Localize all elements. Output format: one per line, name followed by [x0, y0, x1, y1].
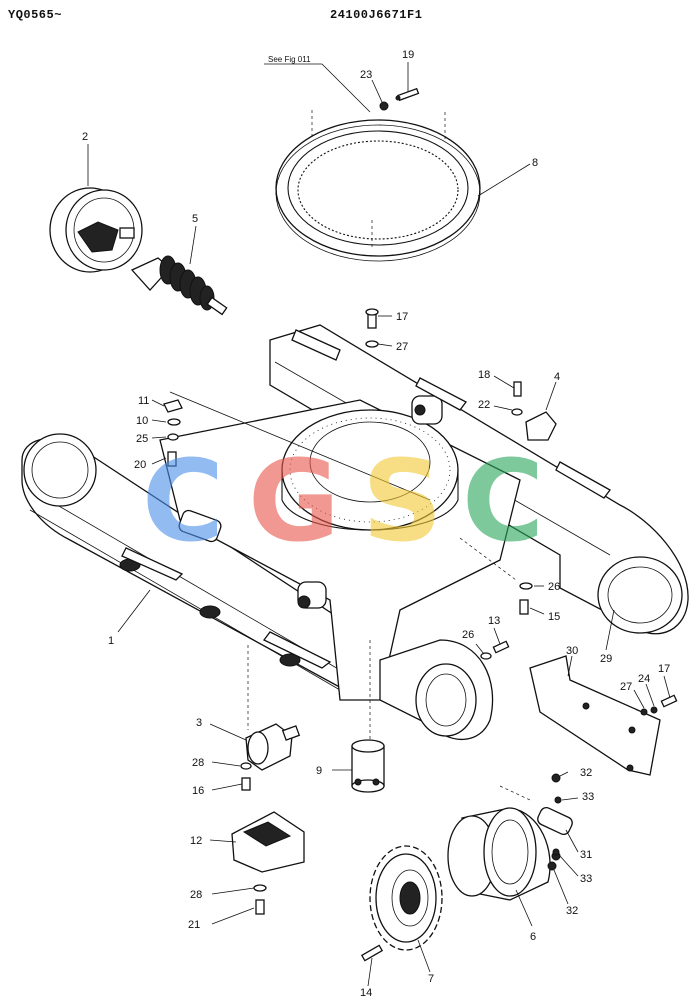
callout-32-top: 32 — [580, 767, 592, 779]
callout-8: 8 — [532, 157, 538, 169]
callout-16: 16 — [192, 785, 204, 797]
drive-sprocket — [369, 845, 443, 951]
watermark-letter-2: G — [248, 437, 340, 567]
recoil-spring-assembly — [130, 255, 228, 316]
ring-bolt — [379, 87, 420, 111]
valve-block — [537, 773, 573, 871]
callout-28-bottom: 28 — [190, 889, 202, 901]
track-frame — [21, 324, 689, 801]
callout-27-right: 27 — [620, 681, 632, 693]
callout-12: 12 — [190, 835, 202, 847]
watermark-letter-4: C — [462, 437, 544, 567]
callout-21: 21 — [188, 919, 200, 931]
callout-13: 13 — [488, 615, 500, 627]
callout-10: 10 — [136, 415, 148, 427]
callout-25: 25 — [136, 433, 148, 445]
callout-26-mid: 26 — [462, 629, 474, 641]
callout-19: 19 — [402, 49, 414, 61]
callout-2: 2 — [82, 131, 88, 143]
roller-bracket — [231, 811, 305, 873]
callout-14: 14 — [360, 987, 372, 999]
callouts: 2 5 19 23 8 17 27 18 22 4 11 10 25 20 1 … — [82, 49, 671, 999]
watermark-letter-3: S — [362, 437, 443, 567]
callout-32-bottom: 32 — [566, 905, 578, 917]
callout-9: 9 — [316, 765, 322, 777]
swing-bearing-ring — [275, 110, 481, 262]
callout-28-top: 28 — [192, 757, 204, 769]
callout-33-bottom: 33 — [580, 873, 592, 885]
callout-33-top: 33 — [582, 791, 594, 803]
callout-5: 5 — [192, 213, 198, 225]
travel-motor — [447, 807, 561, 901]
callout-1: 1 — [108, 635, 114, 647]
callout-31: 31 — [580, 849, 592, 861]
callout-30: 30 — [566, 645, 578, 657]
callout-24: 24 — [638, 673, 650, 685]
track-guard-plate — [529, 655, 661, 776]
callout-17-right: 17 — [658, 663, 670, 675]
callout-7: 7 — [428, 973, 434, 985]
callout-29: 29 — [600, 653, 612, 665]
callout-23: 23 — [360, 69, 372, 81]
callout-22: 22 — [478, 399, 490, 411]
callout-15: 15 — [548, 611, 560, 623]
see-fig-reference: See Fig 011 — [268, 55, 311, 64]
drawing-code-label: YQ0565~ — [8, 8, 62, 22]
callout-18: 18 — [478, 369, 490, 381]
drawing-number: 24100J6671F1 — [330, 8, 423, 22]
watermark-letter-1: C — [142, 437, 224, 567]
center-joint — [351, 739, 385, 793]
callout-6: 6 — [530, 931, 536, 943]
callout-26-right: 26 — [548, 581, 560, 593]
callout-20: 20 — [134, 459, 146, 471]
callout-4: 4 — [554, 371, 560, 383]
callout-27-top: 27 — [396, 341, 408, 353]
carrier-roller — [245, 723, 301, 771]
hardware — [163, 308, 678, 962]
callout-17-top: 17 — [396, 311, 408, 323]
watermark: C G S C — [142, 437, 544, 567]
callout-3: 3 — [196, 717, 202, 729]
idler-wheel — [49, 187, 143, 273]
callout-11: 11 — [138, 395, 149, 407]
